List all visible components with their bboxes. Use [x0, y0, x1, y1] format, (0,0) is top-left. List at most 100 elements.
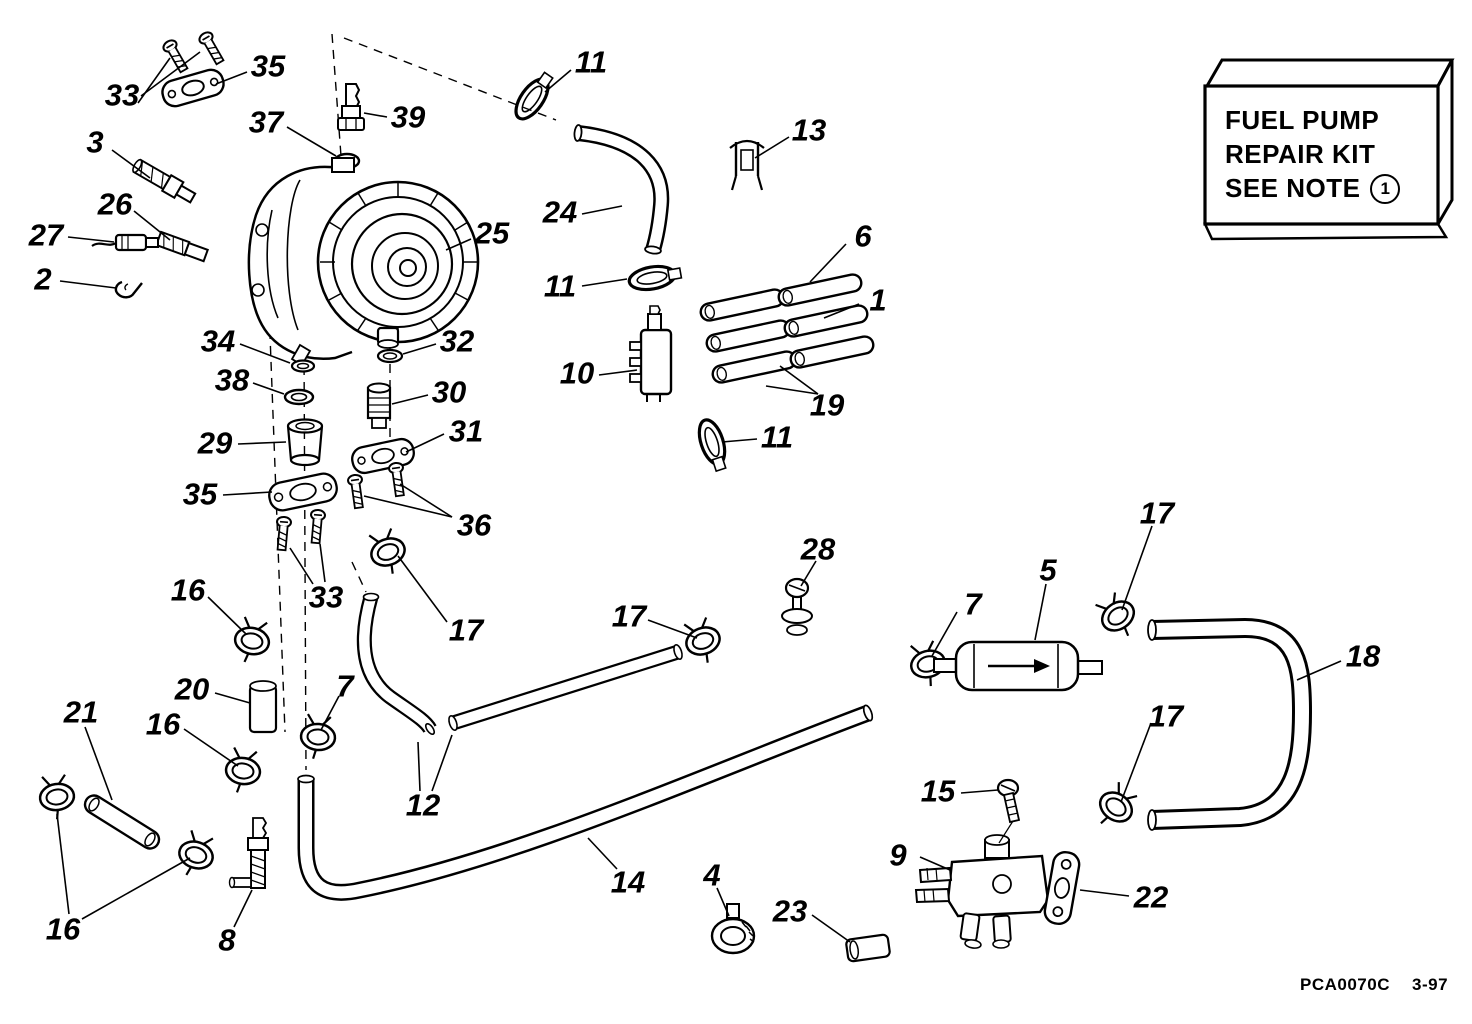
clamp-16-c: [171, 827, 221, 883]
screw-33-lower-b: [307, 508, 327, 545]
fitting-8: [228, 817, 269, 889]
note-box-3d: [1203, 58, 1455, 241]
gasket-35-top: [161, 68, 225, 108]
callout-16: 16: [45, 911, 81, 947]
sleeve-23: [845, 933, 891, 963]
callout-9: 9: [889, 837, 907, 873]
callout-17: 17: [611, 598, 647, 634]
hose-14: [297, 704, 874, 901]
clamp-11-top: [508, 67, 560, 126]
callout-20: 20: [174, 671, 210, 707]
callout-14: 14: [610, 864, 646, 900]
callout-11: 11: [543, 268, 577, 304]
gasket-35-lower: [268, 472, 338, 512]
clamp-16-d: [35, 771, 79, 823]
note-line-2: REPAIR KIT: [1225, 139, 1376, 170]
callout-16: 16: [170, 572, 206, 608]
clamp-16-a: [229, 614, 275, 668]
washer-34: [290, 359, 316, 373]
callout-6: 6: [854, 218, 872, 254]
fuel-filter-5: [933, 640, 1103, 692]
callout-10: 10: [559, 355, 595, 391]
callout-13: 13: [791, 112, 827, 148]
clamp-17-d: [1088, 777, 1144, 837]
callout-35: 35: [182, 476, 218, 512]
hose-24: [573, 124, 670, 255]
clamp-16-b: [221, 745, 265, 797]
fitting-3: [132, 158, 197, 204]
clamp-4: [710, 903, 756, 955]
clip-2: [114, 280, 143, 299]
screw-15: [996, 778, 1021, 824]
grommet-28: [781, 577, 813, 636]
callout-38: 38: [214, 362, 250, 398]
connector-27: [91, 233, 159, 252]
callout-3: 3: [86, 124, 104, 160]
screw-33-lower-a: [273, 515, 293, 552]
clamp-11-bottom: [692, 415, 734, 475]
callout-21: 21: [63, 694, 99, 730]
callout-31: 31: [448, 413, 484, 449]
assembly-guide-lines: [267, 33, 557, 771]
note-line-1: FUEL PUMP: [1225, 105, 1380, 136]
primer-valve-10: [629, 305, 673, 402]
clamp-11-mid: [625, 260, 685, 295]
clamp-17-b: [678, 613, 728, 669]
callout-1: 1: [869, 282, 887, 318]
clip-13: [729, 139, 765, 191]
gasket-31: [351, 437, 415, 475]
callout-25: 25: [474, 215, 510, 251]
hose-18: [1147, 617, 1313, 831]
callout-37: 37: [248, 104, 284, 140]
drawing-code: PCA0070C 3-97: [1300, 975, 1448, 995]
seal-38: [283, 388, 315, 406]
callout-30: 30: [431, 374, 467, 410]
sleeve-20: [248, 680, 278, 734]
callout-7: 7: [964, 586, 982, 622]
callout-17: 17: [448, 612, 484, 648]
callout-32: 32: [439, 323, 475, 359]
callout-36: 36: [456, 507, 492, 543]
screws-33-top: [160, 29, 228, 75]
fitting-26: [155, 230, 210, 263]
callout-5: 5: [1039, 552, 1057, 588]
callout-2: 2: [34, 261, 52, 297]
screw-36-a: [346, 473, 367, 510]
fuel-pump-9: [914, 834, 1050, 949]
cup-29: [286, 418, 324, 467]
callout-16: 16: [145, 706, 181, 742]
hose-12: [356, 592, 437, 736]
clamp-17-c: [1090, 586, 1146, 646]
callout-22: 22: [1133, 879, 1169, 915]
callout-24: 24: [542, 194, 578, 230]
note-ref-circled-number: 1: [1370, 173, 1401, 204]
callout-33: 33: [308, 579, 344, 615]
callout-12: 12: [405, 787, 441, 823]
callout-7: 7: [336, 668, 354, 704]
fuel-tube: [448, 643, 683, 732]
fuel-pump-repair-kit-note: FUEL PUMP REPAIR KIT SEE NOTE 1: [1205, 86, 1438, 224]
tube-21: [83, 794, 161, 850]
drawing-code-number: PCA0070C: [1300, 975, 1390, 994]
callout-11: 11: [574, 44, 608, 80]
clamp-17-a: [363, 524, 413, 580]
callout-28: 28: [800, 531, 836, 567]
callout-23: 23: [772, 893, 808, 929]
callout-17: 17: [1148, 698, 1184, 734]
fitting-30: [366, 382, 392, 429]
callout-19: 19: [809, 387, 845, 423]
bracket-22: [1043, 850, 1081, 926]
fuel-pump-assembly-25: [247, 157, 480, 367]
note-line-3: SEE NOTE 1: [1225, 172, 1401, 206]
drawing-revision: 3-97: [1412, 975, 1449, 994]
fuel-hoses-1-6-19: [697, 271, 877, 386]
callout-35: 35: [250, 48, 286, 84]
callout-15: 15: [920, 773, 956, 809]
clamp-7-left: [297, 712, 339, 762]
washer-32: [376, 348, 404, 364]
callout-11: 11: [760, 419, 794, 455]
callout-39: 39: [390, 99, 426, 135]
callout-8: 8: [218, 922, 236, 958]
callout-4: 4: [703, 857, 721, 893]
